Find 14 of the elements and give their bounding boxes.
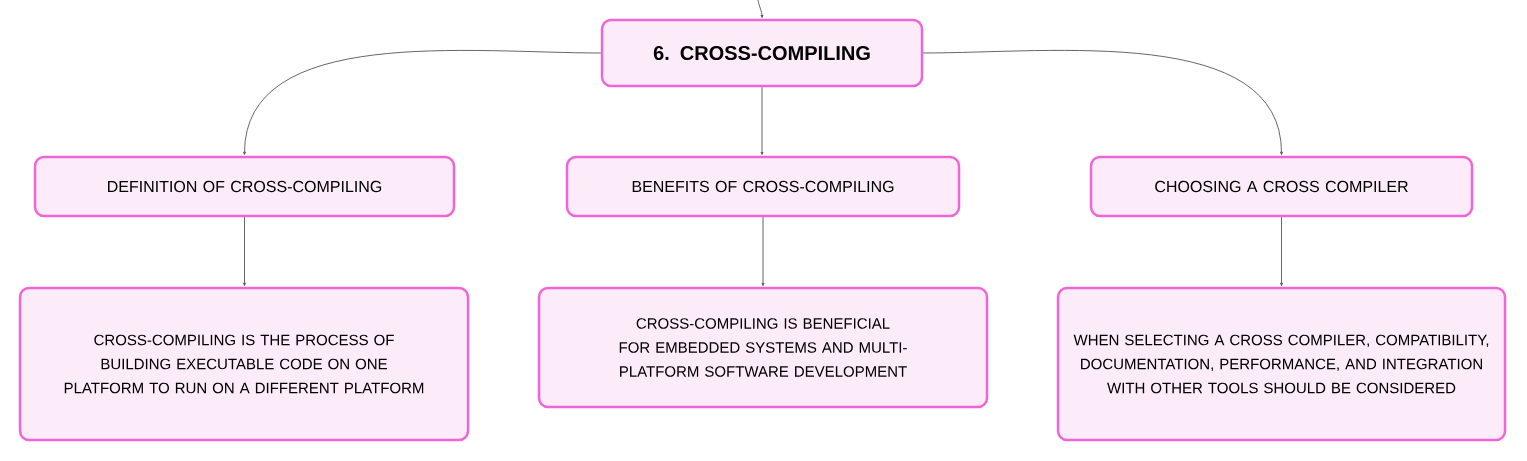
arrow	[760, 86, 764, 156]
arrow	[761, 216, 765, 287]
subtopic-box: BENEFITS OF CROSS-COMPILING	[565, 155, 961, 218]
arrow	[1280, 216, 1283, 287]
detail-box: WHEN SELECTING A CROSS COMPILER, COMPATIBILITY, DOCUMENTATION, PERFORMANCE, AND INTEGRATION WITH OTHER TOOLS SHOULD BE CONSIDERED	[1056, 286, 1507, 442]
arrow	[922, 50, 1283, 156]
topic-box: 6. CROSS-COMPILING	[600, 18, 924, 88]
subtopic-box: CHOOSING A CROSS COMPILER	[1089, 155, 1474, 218]
subtopic-box: DEFINITION OF CROSS-COMPILING	[33, 155, 456, 218]
arrow	[757, 0, 764, 19]
arrow	[243, 216, 246, 287]
arrow	[243, 50, 602, 156]
detail-box: CROSS-COMPILING IS BENEFICIAL FOR EMBEDDED SYSTEMS AND MULTI-PLATFORM SOFTWARE DEVELOPMENT	[537, 286, 989, 409]
detail-box: CROSS-COMPILING IS THE PROCESS OF BUILDING EXECUTABLE CODE ON ONE PLATFORM TO RUN ON A DIFFERENT PLATFORM	[18, 286, 470, 442]
